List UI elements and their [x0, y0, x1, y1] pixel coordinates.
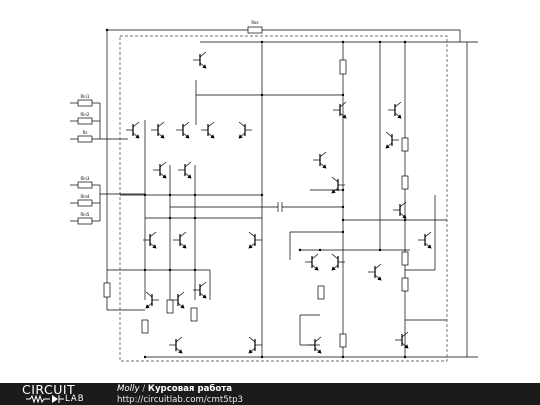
- transistor-bjt: [388, 101, 402, 119]
- resistor-output-c: [401, 251, 409, 266]
- transistor-bjt: [178, 161, 192, 179]
- transistor-bjt: [193, 51, 207, 69]
- junction-dot: [378, 40, 382, 44]
- transistor-bjt: [308, 336, 322, 354]
- junction-dot: [378, 248, 382, 252]
- resistor-vas-load: [339, 59, 347, 75]
- junction-dot: [341, 93, 345, 97]
- junction-dot: [168, 268, 172, 272]
- resistor-mid-a: [317, 285, 325, 300]
- transistor-bjt: [169, 336, 183, 354]
- transistor-bjt: [176, 121, 190, 139]
- junction-dot: [143, 355, 147, 359]
- transistor-bjt: [368, 263, 382, 281]
- label-rin1: Rin1: [81, 94, 90, 99]
- transistor-bjt: [393, 201, 407, 219]
- junction-dot: [341, 40, 345, 44]
- transistor-bjt: [385, 131, 399, 149]
- transistor-bjt: [153, 161, 167, 179]
- ic-boundary-box: [119, 35, 448, 362]
- junction-dot: [341, 230, 345, 234]
- junction-dot: [168, 193, 172, 197]
- junction-dot: [260, 193, 264, 197]
- label-rin3: Rin3: [81, 176, 90, 181]
- junction-dot: [105, 28, 109, 32]
- junction-dot: [403, 355, 407, 359]
- junction-dot: [341, 218, 345, 222]
- resistor-bias-c: [190, 307, 198, 322]
- transistor-bjt: [418, 231, 432, 249]
- transistor-bjt: [395, 331, 409, 349]
- resistor-bias-a: [141, 319, 149, 334]
- label-rs: Rs: [83, 130, 88, 135]
- junction-dot: [193, 216, 197, 220]
- meta-separator: /: [142, 384, 146, 394]
- junction-dot: [298, 248, 302, 252]
- circuit-url[interactable]: http://circuitlab.com/cmt5tp3: [117, 395, 244, 405]
- junction-dot: [193, 268, 197, 272]
- transistor-bjt: [248, 336, 262, 354]
- resistor-output-a: [401, 137, 409, 152]
- junction-dot: [260, 40, 264, 44]
- input-resistors: [70, 99, 145, 225]
- junction-dot: [260, 355, 264, 359]
- author-name[interactable]: Molly: [117, 384, 140, 394]
- transistor-bjt: [331, 176, 345, 194]
- transistor-bjt: [143, 231, 157, 249]
- resistor-left-bias: [103, 282, 111, 298]
- transistor-bjt: [248, 231, 262, 249]
- circuit-meta: Molly / Курсовая работа http://circuitla…: [117, 384, 243, 405]
- junction-dot: [318, 248, 322, 252]
- circuit-title: Курсовая работа: [147, 384, 233, 394]
- junction-dot: [168, 216, 172, 220]
- transistor-bjt: [126, 121, 140, 139]
- resistor-ros: [247, 26, 263, 34]
- schematic-canvas: Ros Rin1 Rin2 Rs Rin3 Rin4 Rin5: [70, 20, 478, 362]
- transistor-bjt: [305, 253, 319, 271]
- resistor-mid-b: [339, 333, 347, 348]
- transistor-bjt: [201, 121, 215, 139]
- resistor-output-b: [401, 175, 409, 190]
- logo-text-bottom: LAB: [65, 394, 85, 404]
- junction-dot: [341, 205, 345, 209]
- junction-dot: [260, 93, 264, 97]
- label-rin5: Rin5: [81, 212, 90, 217]
- junction-dot: [403, 218, 407, 222]
- transistor-bjt: [313, 151, 327, 169]
- transistor-bjt: [331, 253, 345, 271]
- label-ros: Ros: [251, 20, 258, 25]
- transistor-bjt: [173, 231, 187, 249]
- transistor-bjt: [193, 281, 207, 299]
- transistor-bjt: [151, 121, 165, 139]
- transistor-bjt: [238, 121, 252, 139]
- label-rin4: Rin4: [81, 194, 90, 199]
- footer-bar: CIRCUIT LAB Molly / Курсовая работа http…: [0, 382, 540, 405]
- logo-text-top: CIRCUIT: [22, 382, 76, 397]
- circuitlab-logo[interactable]: CIRCUIT LAB: [22, 382, 92, 404]
- junction-dot: [193, 193, 197, 197]
- resistor-output-d: [401, 277, 409, 292]
- junction-dot: [341, 188, 345, 192]
- junction-dot: [143, 193, 147, 197]
- resistor-bias-b: [166, 299, 174, 314]
- transistor-bjt: [145, 291, 159, 309]
- label-rin2: Rin2: [81, 112, 90, 117]
- transistor-bjt: [333, 101, 347, 119]
- logo-resistor-glyph: [26, 394, 64, 404]
- junction-dot: [143, 268, 147, 272]
- circuit-schematic: Ros Rin1 Rin2 Rs Rin3 Rin4 Rin5: [70, 20, 478, 362]
- transistor-bjt: [171, 291, 185, 309]
- junction-dot: [403, 40, 407, 44]
- junction-dot: [341, 355, 345, 359]
